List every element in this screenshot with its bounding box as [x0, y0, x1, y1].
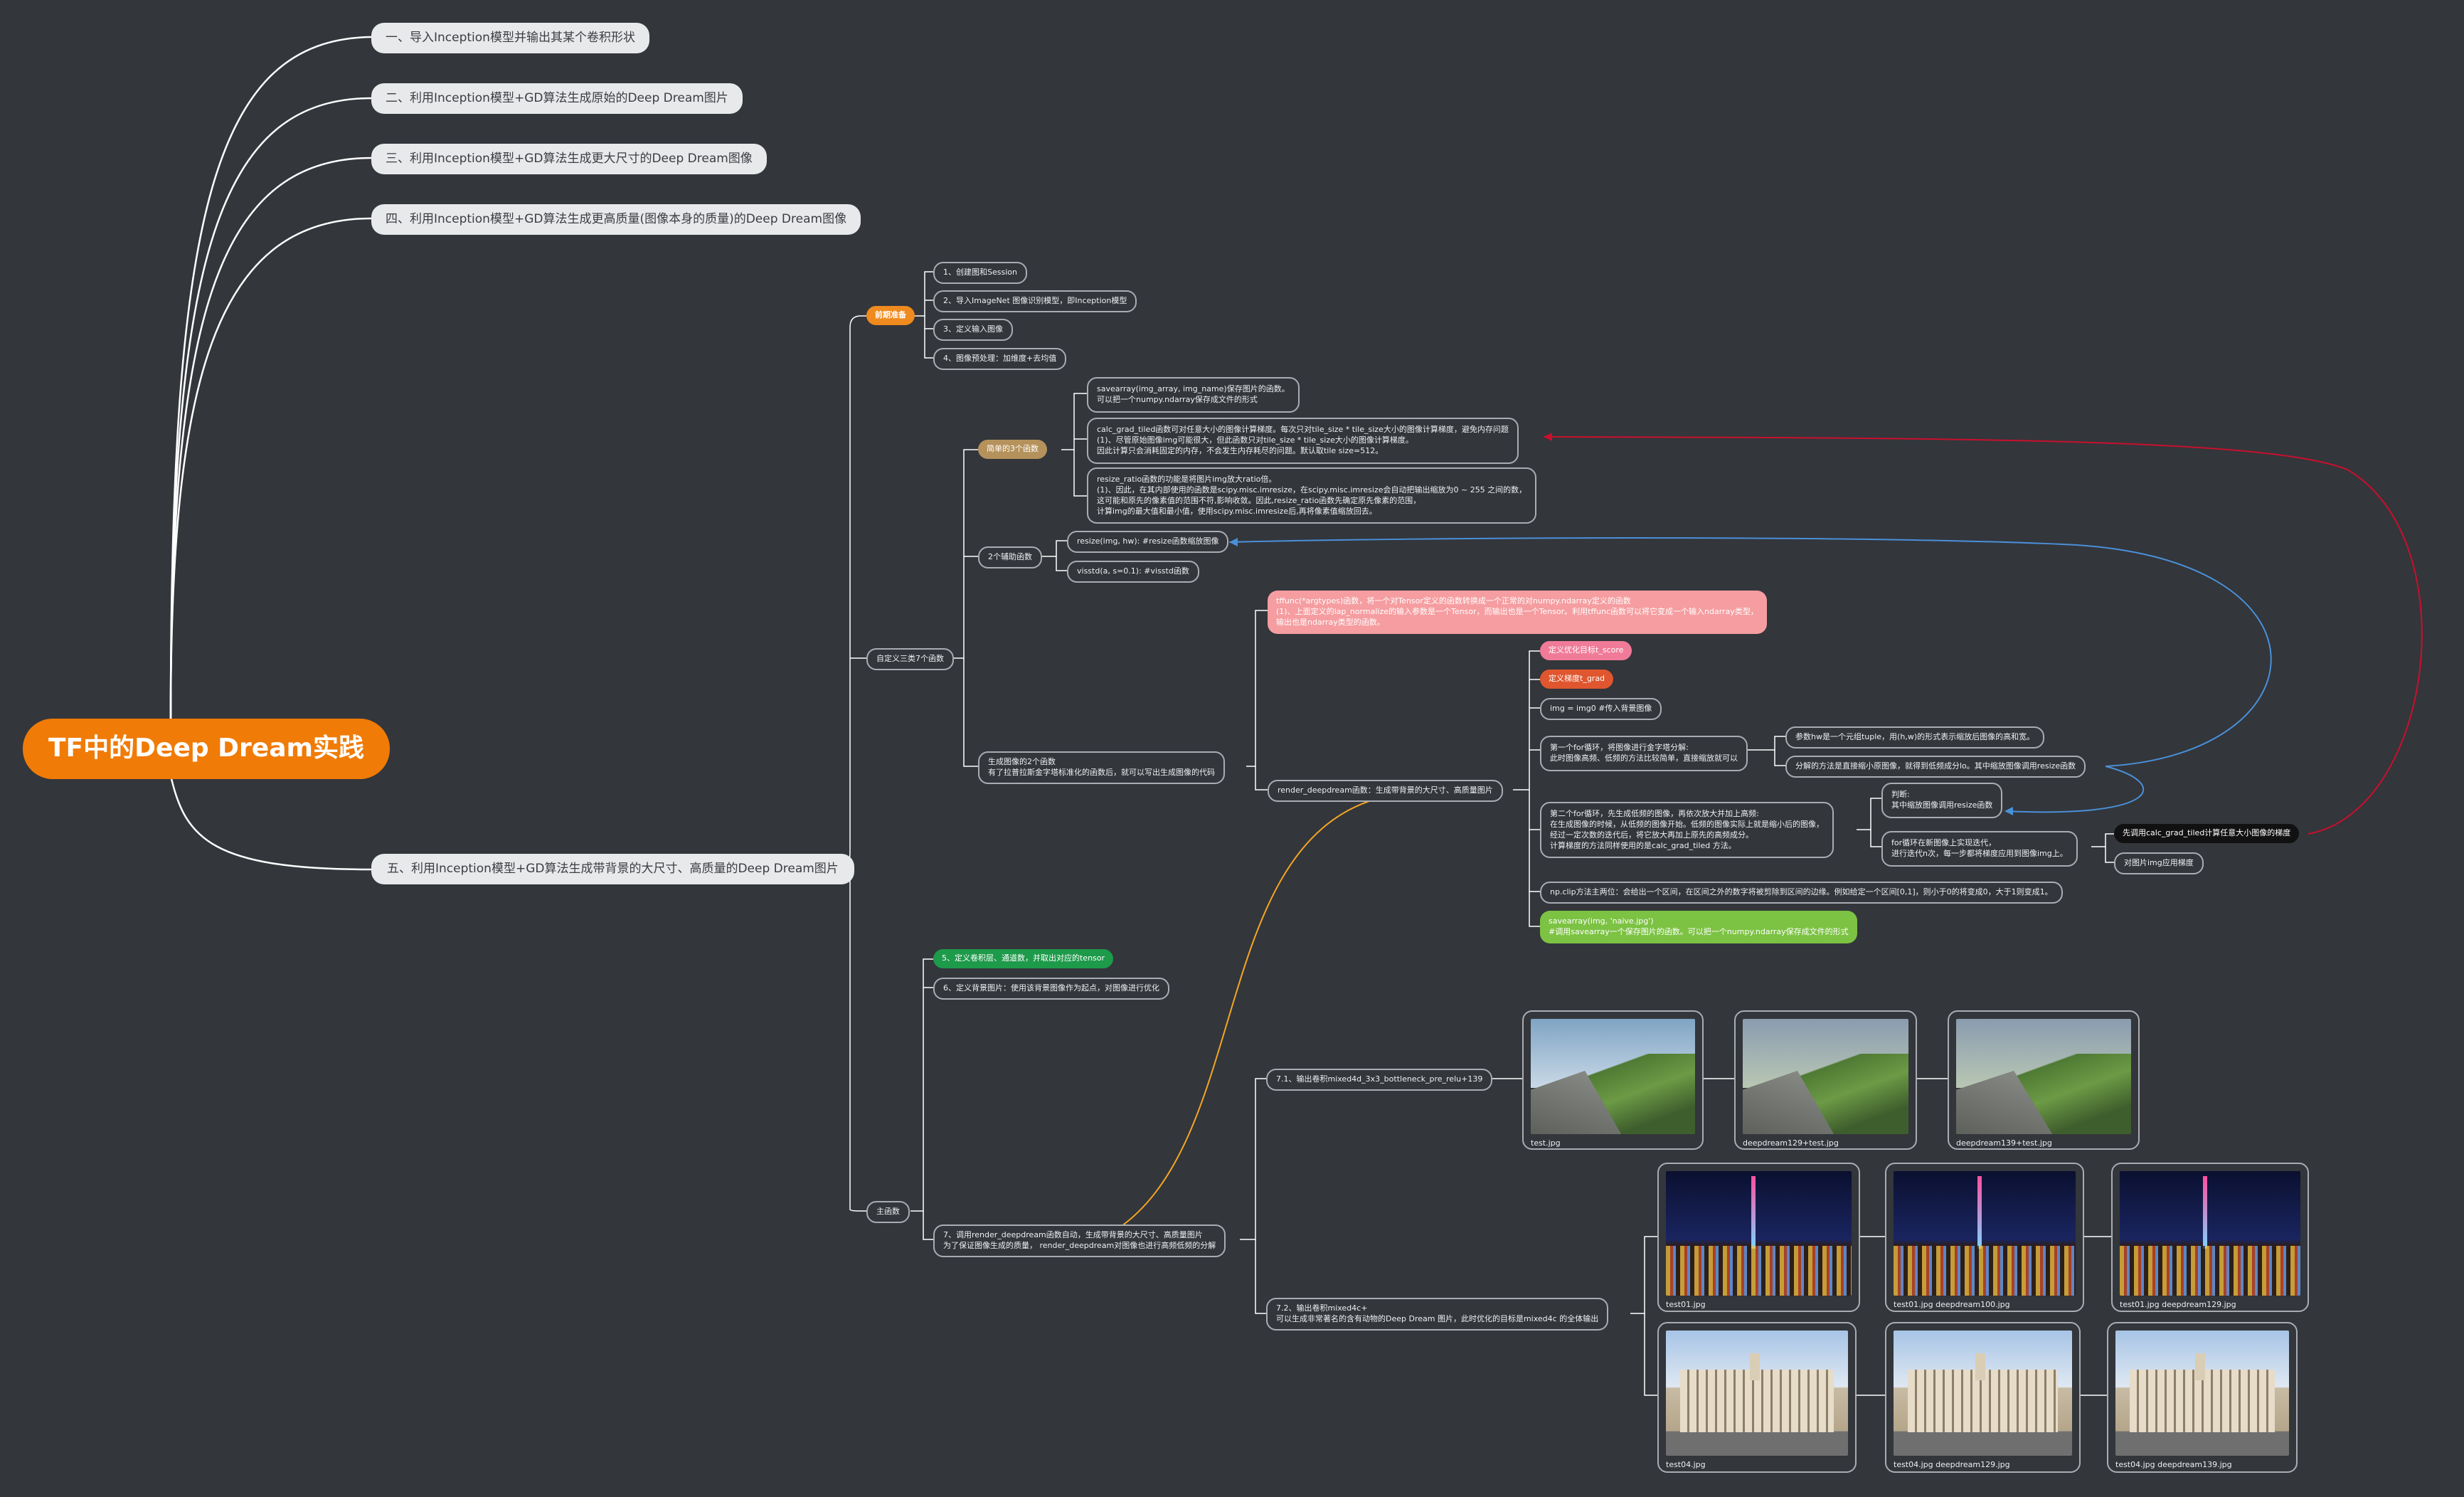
t-grad-node[interactable]: 定义梯度t_grad	[1540, 670, 1614, 689]
image-card[interactable]: test.jpg	[1522, 1010, 1704, 1150]
calc-grad-call-node[interactable]: 先调用calc_grad_tiled计算任意大小图像的梯度	[2114, 824, 2300, 843]
deepdream-landscape-image	[1956, 1019, 2131, 1134]
apply-grad-node[interactable]: 对图片img应用梯度	[2114, 852, 2204, 874]
tffunc-desc[interactable]: tffunc(*argtypes)函数，将一个对Tensor定义的函数转换成一个…	[1268, 591, 1767, 634]
image-caption: test04.jpg deepdream129.jpg	[1894, 1460, 2010, 1469]
section-4[interactable]: 四、利用Inception模型+GD算法生成更高质量(图像本身的质量)的Deep…	[371, 204, 861, 235]
image-caption: test04.jpg	[1666, 1460, 1706, 1469]
img0-node[interactable]: img = img0 #传入背景图像	[1540, 698, 1662, 720]
for-loop-1[interactable]: 第一个for循环，将图像进行金字塔分解: 此时图像高频、低频的方法比较简单，直接…	[1540, 736, 1748, 771]
sub-7-1-node[interactable]: 7.1、输出卷积mixed4d_3x3_bottleneck_pre_relu+…	[1266, 1069, 1493, 1091]
np-clip-node[interactable]: np.clip方法主两位：会给出一个区间，在区间之外的数字将被剪除到区间的边缘。…	[1540, 882, 2063, 904]
image-card[interactable]: deepdream139+test.jpg	[1948, 1010, 2140, 1150]
resize-ratio-desc[interactable]: resize_ratio函数的功能是将图片img放大ratio倍。 (1)、因此…	[1087, 467, 1537, 524]
prep-item-2[interactable]: 2、导入ImageNet 图像识别模型，即Inception模型	[933, 290, 1137, 312]
main-step-7[interactable]: 7、调用render_deepdream函数自动，生成带背景的大尺寸、高质量图片…	[933, 1224, 1226, 1257]
aux2-node[interactable]: 2个辅助函数	[978, 546, 1042, 568]
prep-item-3[interactable]: 3、定义输入图像	[933, 319, 1013, 341]
savearray-desc[interactable]: savearray(img_array, img_name)保存图片的函数。 可…	[1087, 377, 1300, 413]
image-card[interactable]: deepdream129+test.jpg	[1734, 1010, 1917, 1150]
prep-item-4[interactable]: 4、图像预处理：加维度+去均值	[933, 348, 1067, 370]
city-night-image	[1666, 1171, 1852, 1296]
deepdream-street-image	[2115, 1331, 2289, 1456]
prep-item-1[interactable]: 1、创建图和Session	[933, 262, 1027, 284]
decompose-node[interactable]: 分解的方法是直接缩小原图像，就得到低频成分lo。其中缩放图像调用resize函数	[1785, 756, 2086, 778]
image-caption: test01.jpg	[1666, 1300, 1706, 1309]
image-caption: test01.jpg deepdream100.jpg	[1894, 1300, 2010, 1309]
root-topic[interactable]: TF中的Deep Dream实践	[23, 719, 391, 779]
helper3-node[interactable]: 简单的3个函数	[978, 440, 1047, 459]
image-caption: test01.jpg deepdream129.jpg	[2120, 1300, 2236, 1309]
image-caption: deepdream129+test.jpg	[1743, 1138, 1839, 1148]
deepdream-street-image	[1894, 1331, 2072, 1456]
custom-functions-node[interactable]: 自定义三类7个函数	[866, 648, 954, 670]
for-loop-2[interactable]: 第二个for循环，先生成低频的图像，再依次放大并加上高频: 在生成图像的时候，从…	[1540, 802, 1834, 859]
image-card[interactable]: test04.jpg	[1657, 1322, 1857, 1473]
deepdream-landscape-image	[1743, 1019, 1908, 1134]
savearray-call[interactable]: savearray(img, 'naive.jpg') #调用savearray…	[1540, 911, 1857, 943]
landscape-image	[1531, 1019, 1695, 1134]
visstd-func[interactable]: visstd(a, s=0.1): #visstd函数	[1067, 561, 1199, 583]
sub-7-2-node[interactable]: 7.2、输出卷积mixed4c+ 可以生成非常著名的含有动物的Deep Drea…	[1266, 1298, 1609, 1331]
iterate-node[interactable]: for循环在新图像上实现迭代， 进行迭代n次，每一步都将梯度应用到图像img上。	[1881, 831, 2078, 867]
image-caption: test04.jpg deepdream139.jpg	[2115, 1460, 2232, 1469]
section-5[interactable]: 五、利用Inception模型+GD算法生成带背景的大尺寸、高质量的Deep D…	[371, 854, 854, 884]
image-card[interactable]: test01.jpg deepdream129.jpg	[2111, 1163, 2309, 1312]
main-step-5[interactable]: 5、定义卷积层、通道数，并取出对应的tensor	[933, 949, 1114, 968]
deepdream-city-image	[1894, 1171, 2076, 1296]
main-step-6[interactable]: 6、定义背景图片：使用该背景图像作为起点，对图像进行优化	[933, 978, 1169, 1000]
judge-node[interactable]: 判断: 其中缩放图像调用resize函数	[1881, 783, 2003, 818]
t-score-node[interactable]: 定义优化目标t_score	[1540, 641, 1632, 660]
street-image	[1666, 1331, 1848, 1456]
image-card[interactable]: test01.jpg	[1657, 1163, 1860, 1312]
render-deepdream-node[interactable]: render_deepdream函数：生成带背景的大尺寸、高质量图片	[1268, 780, 1503, 802]
main-func-node[interactable]: 主函数	[866, 1201, 910, 1223]
section-2[interactable]: 二、利用Inception模型+GD算法生成原始的Deep Dream图片	[371, 83, 743, 114]
deepdream-city-image	[2120, 1171, 2300, 1296]
calc-grad-tiled-desc[interactable]: calc_grad_tiled函数可对任意大小的图像计算梯度。每次只对tile_…	[1087, 418, 1519, 464]
section-1[interactable]: 一、导入Inception模型并输出其某个卷积形状	[371, 23, 649, 53]
hw-param-node[interactable]: 参数hw是一个元组tuple，用(h,w)的形式表示缩放后图像的高和宽。	[1785, 726, 2045, 748]
prep-node[interactable]: 前期准备	[866, 306, 915, 325]
gen2-node[interactable]: 生成图像的2个函数 有了拉普拉斯金字塔标准化的函数后，就可以写出生成图像的代码	[978, 751, 1225, 784]
image-caption: deepdream139+test.jpg	[1956, 1138, 2052, 1148]
resize-func[interactable]: resize(img, hw): #resize函数缩放图像	[1067, 531, 1229, 553]
image-caption: test.jpg	[1531, 1138, 1561, 1148]
section-3[interactable]: 三、利用Inception模型+GD算法生成更大尺寸的Deep Dream图像	[371, 144, 767, 174]
image-card[interactable]: test01.jpg deepdream100.jpg	[1885, 1163, 2084, 1312]
image-card[interactable]: test04.jpg deepdream129.jpg	[1885, 1322, 2081, 1473]
image-card[interactable]: test04.jpg deepdream139.jpg	[2107, 1322, 2298, 1473]
